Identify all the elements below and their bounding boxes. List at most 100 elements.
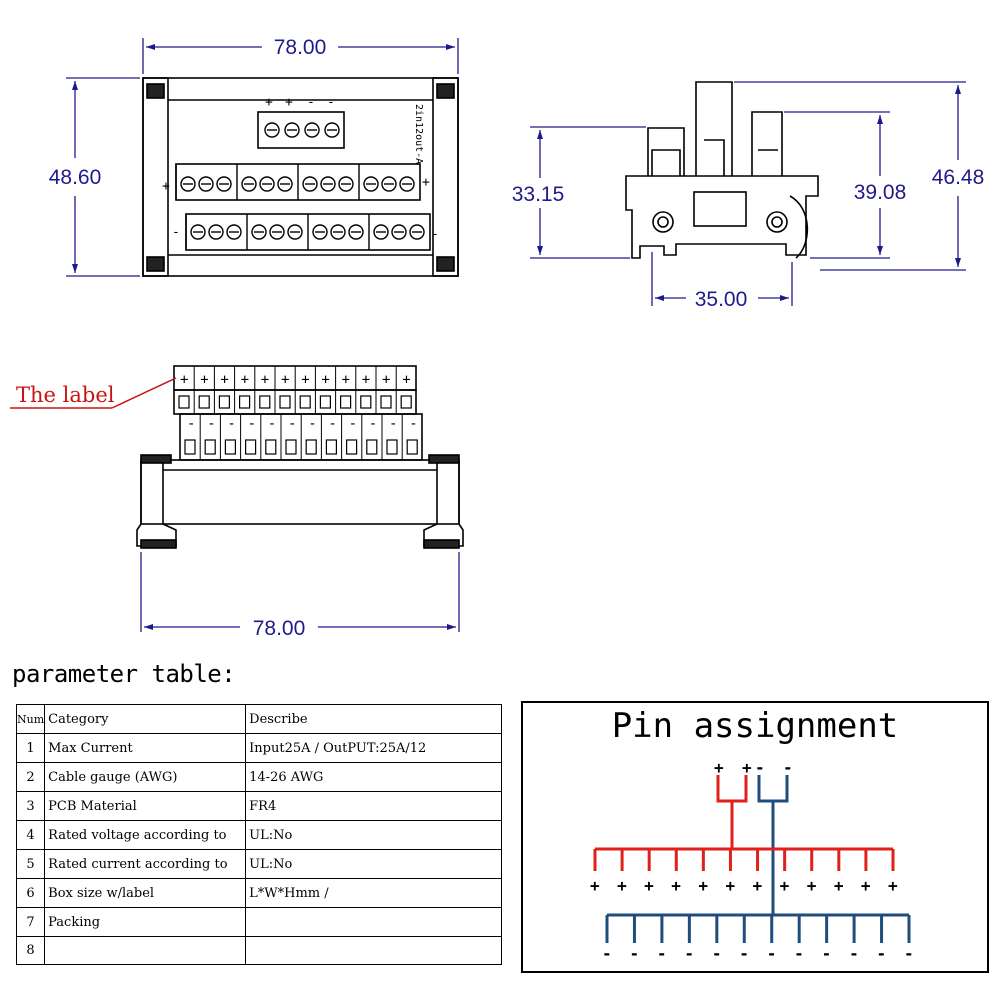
input-minus-2-label: - [327, 95, 335, 110]
front-view [136, 365, 464, 549]
wire-entry [305, 439, 317, 455]
row-describe: UL:No [245, 849, 502, 879]
wire-entry [204, 439, 216, 455]
output-plus-sign: + [671, 876, 681, 895]
front-plus-sign: + [342, 372, 350, 388]
table-row: 1 Max Current Input25A / OutPUT:25A/12 [15, 733, 502, 763]
wire-entry [299, 395, 311, 409]
row-category: Cable gauge (AWG) [44, 762, 247, 792]
front-minus-sign: - [248, 416, 256, 432]
header-num: Num [15, 704, 46, 734]
output-plus-sign: + [861, 876, 871, 895]
wire-entry [265, 439, 277, 455]
output-minus-sign: - [794, 944, 804, 963]
wire-entry [406, 439, 418, 455]
wire-entry [198, 395, 210, 409]
negative-input-pair [757, 775, 789, 803]
front-minus-sign: - [268, 416, 276, 432]
row-category: PCB Material [44, 791, 247, 821]
screw-terminal [269, 224, 285, 240]
row-describe: L*W*Hmm / [245, 878, 502, 908]
front-minus-sign: - [288, 416, 296, 432]
table-row: 3 PCB Material FR4 [15, 791, 502, 821]
wire-entry [380, 395, 392, 409]
front-minus-sign: - [207, 416, 215, 432]
pin-assignment-panel: Pin assignment ++--+-+-+-+-+-+-+-+-+-+-+… [521, 701, 989, 973]
row-describe [245, 936, 502, 965]
wire-entry [386, 439, 398, 455]
output-plus-sign: + [834, 876, 844, 895]
output-minus-sign: - [822, 944, 832, 963]
output-plus-sign: + [888, 876, 898, 895]
front-plus-sign: + [281, 372, 289, 388]
screw-terminal [208, 224, 224, 240]
output-plus-sign: + [617, 876, 627, 895]
table-row: 2 Cable gauge (AWG) 14-26 AWG [15, 762, 502, 792]
dim-side-rail: 35.00 [695, 288, 748, 311]
row-num: 2 [15, 762, 46, 792]
output-minus-sign: - [712, 944, 722, 963]
input-plus-sign: + [742, 758, 752, 777]
pin-assignment-title: Pin assignment [612, 706, 899, 746]
table-row: 4 Rated voltage according to UL:No [15, 820, 502, 850]
front-minus-sign: - [409, 416, 417, 432]
row-num: 4 [15, 820, 46, 850]
screw-terminal [409, 224, 425, 240]
screw-terminal [302, 176, 318, 192]
input-minus-1-label: - [307, 95, 315, 110]
front-plus-sign: + [261, 372, 269, 388]
dim-side-mid: 39.08 [854, 181, 907, 204]
screw-terminal [399, 176, 415, 192]
dim-top-width: 78.00 [274, 36, 327, 59]
row-num: 7 [15, 907, 46, 937]
wire-entry [366, 439, 378, 455]
top-view-labels: + + - - + + - - 2in12out-A [162, 95, 439, 242]
screw-terminal [264, 122, 280, 138]
row-describe: FR4 [245, 791, 502, 821]
wire-entry [184, 439, 196, 455]
row-describe: Input25A / OutPUT:25A/12 [245, 733, 502, 763]
dim-front-width: 78.00 [253, 617, 306, 640]
front-minus-sign: - [227, 416, 235, 432]
top-dimensions [66, 38, 459, 277]
screw-terminal [251, 224, 267, 240]
output-minus-sign: - [849, 944, 859, 963]
output-plus-sign: + [753, 876, 763, 895]
output-plus-sign: + [590, 876, 600, 895]
parameter-table-heading: parameter table: [12, 660, 236, 688]
front-plus-sign: + [220, 372, 228, 388]
row-category: Rated voltage according to [44, 820, 247, 850]
side-view [625, 81, 819, 259]
input-minus-sign: - [783, 758, 793, 777]
front-plus-sign: + [382, 372, 390, 388]
wire-entry [245, 439, 257, 455]
wire-entry [259, 395, 271, 409]
screw-terminal [284, 122, 300, 138]
wire-entry [340, 395, 352, 409]
row-category: Box size w/label [44, 878, 247, 908]
front-minus-sign: - [349, 416, 357, 432]
output-minus-sign: - [602, 944, 612, 963]
row-category: Rated current according to [44, 849, 247, 879]
row-num: 1 [15, 733, 46, 763]
header-describe: Describe [245, 704, 502, 734]
input-plus-sign: + [714, 758, 724, 777]
row-num: 3 [15, 791, 46, 821]
front-minus-sign: - [389, 416, 397, 432]
row-category [44, 936, 247, 965]
screw-terminal [259, 176, 275, 192]
front-dimensions [140, 552, 460, 632]
output-minus-sign: - [629, 944, 639, 963]
side-dimensions [530, 81, 966, 306]
row-num: 8 [15, 936, 46, 965]
table-header-row: Num Category Describe [15, 704, 502, 734]
output-minus-sign: - [877, 944, 887, 963]
front-minus-sign: - [308, 416, 316, 432]
out-plus-right-label: + [422, 175, 430, 190]
wire-entry [319, 395, 331, 409]
dim-side-right: 46.48 [932, 166, 985, 189]
wire-entry [346, 439, 358, 455]
row-num: 6 [15, 878, 46, 908]
wire-entry [218, 395, 230, 409]
screw-terminal [363, 176, 379, 192]
